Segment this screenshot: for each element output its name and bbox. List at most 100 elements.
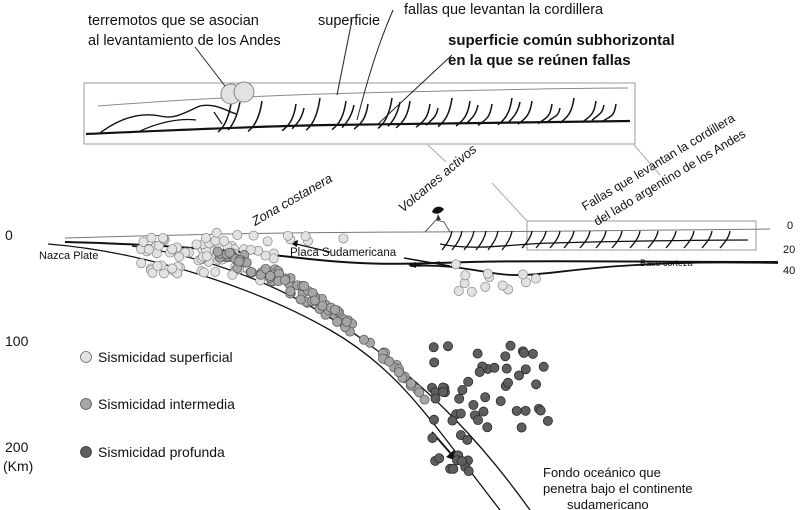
- section-fault-strand: [441, 230, 453, 251]
- shallow-quake: [167, 244, 178, 255]
- depth-tick-right-40: 40: [783, 265, 795, 277]
- intermediate-quake: [280, 275, 291, 286]
- shallow-quake: [136, 258, 147, 269]
- inset-fault-strand: [517, 100, 533, 125]
- deep-quake: [505, 340, 516, 351]
- depth-unit: (Km): [3, 458, 33, 474]
- deep-quake: [454, 393, 465, 404]
- section-fault-strand: [535, 230, 547, 249]
- shallow-quake: [480, 281, 491, 292]
- deep-quake: [457, 385, 468, 395]
- label-crust-base: Base corteza: [640, 258, 693, 268]
- leader-common-surface: [377, 54, 453, 125]
- legend-label-shallow: Sismicidad superficial: [98, 349, 233, 365]
- deep-quake: [518, 347, 529, 358]
- intermediate-quake: [317, 300, 328, 311]
- section-fault-strand: [629, 230, 641, 249]
- legend-swatch-intermediate: [80, 398, 92, 410]
- leader-uplift-faults: [356, 9, 394, 121]
- label-oceanic-floor-line3: sudamericano: [567, 497, 649, 510]
- deep-quake: [463, 466, 474, 477]
- shallow-quake: [138, 236, 149, 247]
- inset-fault-strand: [425, 107, 439, 126]
- section-fault-strand: [451, 230, 463, 251]
- deep-quake: [538, 361, 549, 372]
- section-detachment: [439, 239, 749, 248]
- inset-relief-fault: [213, 111, 223, 125]
- intermediate-quake: [414, 387, 425, 398]
- label-active-volcanoes: Volcanes activos: [395, 141, 479, 215]
- inset-coastal-relief: [99, 104, 237, 134]
- shallow-quake: [146, 232, 157, 243]
- intermediate-quake: [260, 263, 271, 274]
- shallow-quake: [191, 239, 202, 250]
- intermediate-quake: [265, 271, 276, 281]
- shallow-quake: [248, 230, 259, 241]
- deep-quake: [542, 415, 553, 426]
- slab-upper-boundary: [47, 243, 501, 510]
- depth-tick-right-0: 0: [787, 220, 793, 232]
- inset-fault-strand: [395, 100, 411, 129]
- intermediate-quake: [299, 281, 310, 291]
- depth-tick-left-100: 100: [5, 333, 29, 349]
- inset-fault-strand: [537, 103, 553, 125]
- shallow-quake: [232, 230, 243, 240]
- section-fault-strand: [549, 230, 561, 249]
- callout-earthquakes-line1: terremotos que se asocian: [88, 13, 259, 29]
- deep-quake: [434, 453, 445, 464]
- shallow-quake: [198, 267, 209, 278]
- deep-quake: [516, 422, 527, 433]
- section-fault-strand: [463, 230, 475, 251]
- inset-fault-strand: [341, 104, 355, 129]
- shallow-quake: [300, 231, 311, 242]
- shallow-quake: [453, 286, 464, 296]
- shallow-quake: [451, 259, 461, 270]
- deep-quake: [520, 405, 531, 416]
- intermediate-quake: [309, 295, 320, 306]
- label-oceanic-floor-line2: penetra bajo el continente: [543, 481, 693, 496]
- deep-quake: [455, 408, 466, 419]
- callout-leaders: [194, 9, 453, 125]
- intermediate-quake: [246, 267, 257, 277]
- callout-surface: superficie: [318, 13, 380, 29]
- inset-fault-strand: [507, 101, 521, 124]
- deep-quake: [527, 348, 538, 359]
- deep-quake: [456, 456, 467, 467]
- deep-quake: [531, 379, 542, 390]
- legend-swatch-shallow: [80, 351, 92, 363]
- deep-quake: [462, 434, 473, 445]
- depth-tick-right-20: 20: [783, 244, 795, 256]
- shallow-quake: [167, 263, 178, 274]
- deep-quake: [478, 406, 489, 417]
- label-argentine-faults-line1: Fallas que levantan la cordillera: [579, 111, 737, 214]
- legend-swatch-deep: [80, 446, 92, 458]
- inset-fault-strand: [377, 97, 393, 129]
- deep-quake: [520, 364, 531, 375]
- shallow-quake: [147, 267, 158, 278]
- thrust-arrow-head-icon: [408, 262, 416, 268]
- intermediate-quake: [406, 378, 416, 389]
- callout-earthquakes-line2: al levantamiento de los Andes: [88, 33, 281, 49]
- section-fault-strand: [647, 230, 659, 249]
- shallow-quake: [144, 244, 154, 255]
- deep-quake: [500, 351, 511, 362]
- leader-earthquakes: [194, 46, 226, 87]
- crust-base-link: [403, 257, 451, 267]
- inset-fault-group: [217, 97, 617, 133]
- shallow-quake: [245, 244, 256, 255]
- topographic-surface: [64, 228, 771, 239]
- deep-quake: [480, 392, 491, 403]
- intermediate-quake: [295, 294, 306, 305]
- shallow-quake: [210, 235, 221, 246]
- deep-quake: [438, 387, 449, 397]
- deep-quake: [443, 341, 453, 352]
- inset-earthquake-marker: [233, 81, 255, 103]
- intermediate-quake: [330, 304, 340, 315]
- section-fault-strand: [579, 230, 591, 249]
- inset-fault-strand: [227, 101, 241, 131]
- callout-common-surface-line2: en la que se reúnen fallas: [448, 52, 631, 69]
- legend-item-shallow: Sismicidad superficial: [80, 349, 233, 365]
- shallow-quake: [201, 251, 212, 262]
- section-fault-strand: [475, 230, 487, 251]
